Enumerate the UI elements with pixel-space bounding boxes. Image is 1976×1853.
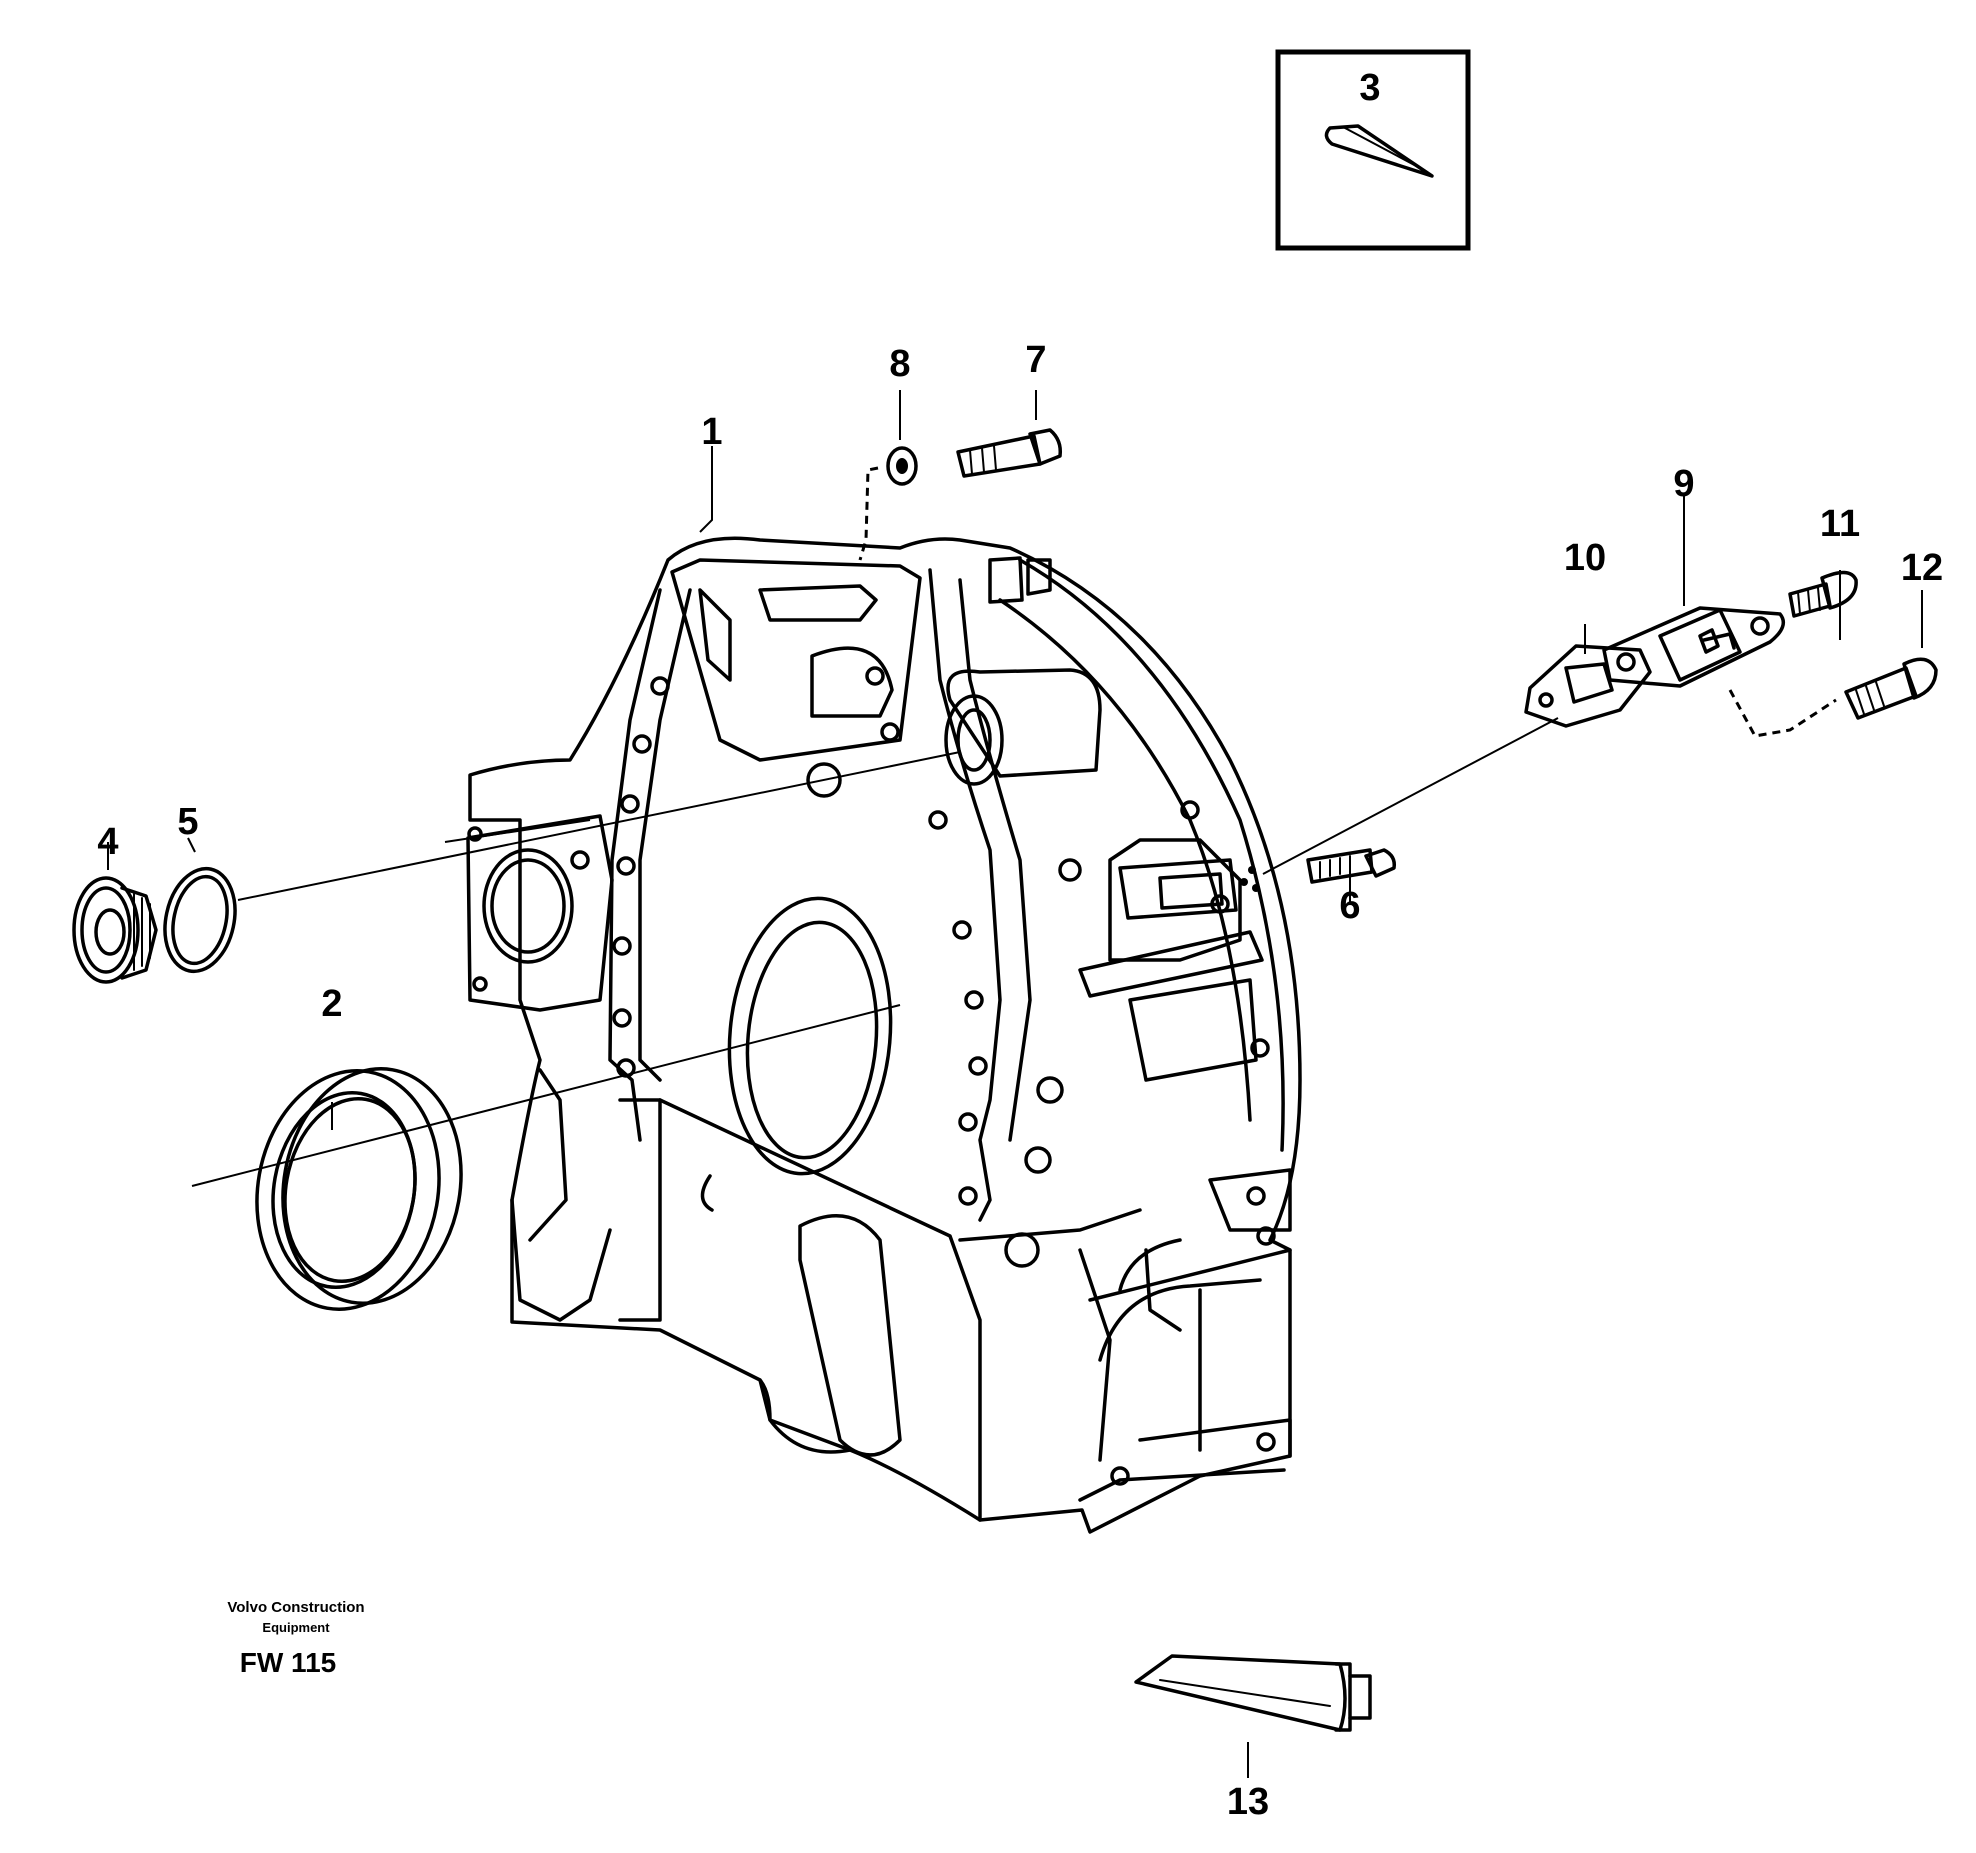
part-8-washer: [886, 446, 918, 486]
part-5-o-ring: [163, 866, 237, 974]
callout-13: 13: [1227, 1781, 1269, 1823]
part-6-bolt: [1306, 848, 1397, 884]
callout-labels: 3 7 8 1 9 11 12 10 4 5 6 2 13: [97, 67, 1943, 1823]
part-7-bolt: [956, 428, 1063, 478]
part-3-inset: [1275, 49, 1471, 251]
drawing-footer: Volvo Construction Equipment FW 115: [227, 1599, 364, 1678]
part-10-gasket: [1524, 644, 1652, 728]
part-13-sealant-tube: [1134, 1654, 1372, 1732]
part-12-sensor-pin: [1844, 657, 1938, 720]
callout-12: 12: [1901, 547, 1943, 589]
callout-3: 3: [1359, 67, 1380, 109]
flange-bolt-holes: [612, 666, 1270, 1268]
company-name-line2: Equipment: [262, 1620, 330, 1635]
callout-6: 6: [1339, 885, 1360, 927]
callout-10: 10: [1564, 537, 1606, 579]
part-2-crankshaft-seal: [255, 1067, 463, 1311]
callout-8: 8: [889, 343, 910, 385]
callout-11: 11: [1820, 503, 1860, 545]
callout-9: 9: [1673, 463, 1694, 505]
part-11-screw: [1788, 570, 1858, 618]
part-4-plug: [72, 876, 158, 984]
drawing-code: FW 115: [240, 1647, 336, 1678]
callout-1: 1: [701, 411, 722, 453]
callout-2: 2: [321, 983, 342, 1025]
leader-lines: [107, 390, 1923, 1778]
part-1-flywheel-housing: [466, 536, 1302, 1534]
part-9-sensor: [1602, 606, 1786, 688]
callout-4: 4: [97, 821, 118, 863]
company-name-line1: Volvo Construction: [227, 1599, 364, 1616]
callout-7: 7: [1025, 339, 1046, 381]
callout-5: 5: [177, 801, 198, 843]
